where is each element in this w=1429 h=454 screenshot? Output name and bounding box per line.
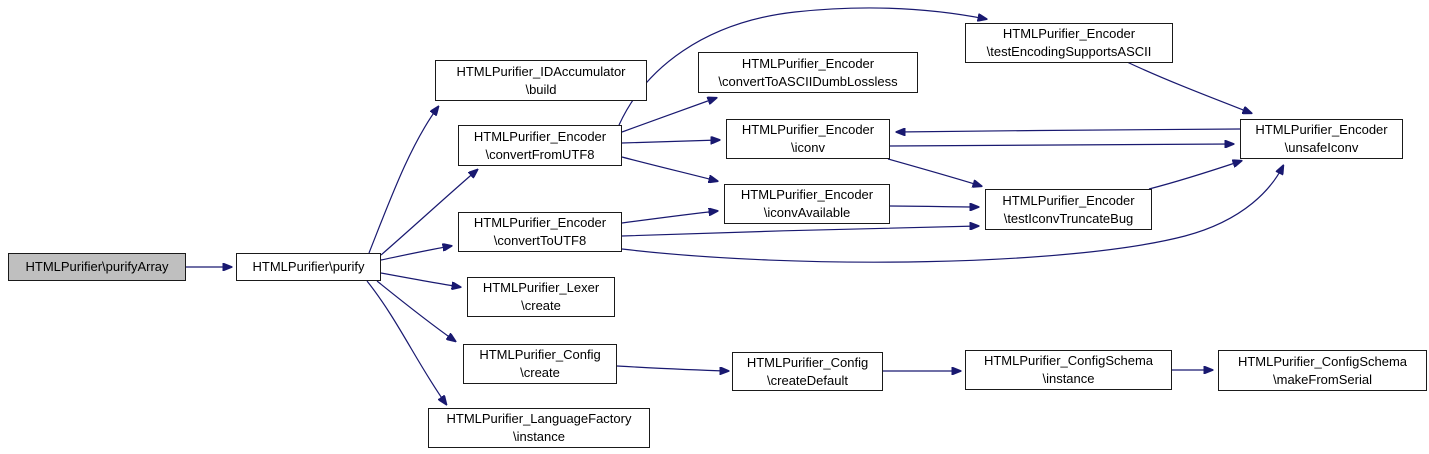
- node-label: HTMLPurifier_Encoder: [1002, 26, 1136, 41]
- node-encoder-testiconvtruncatebug[interactable]: HTMLPurifier_Encoder \testIconvTruncateB…: [985, 189, 1152, 230]
- node-languagefactory-instance[interactable]: HTMLPurifier_LanguageFactory \instance: [428, 408, 650, 448]
- edge-convertfromutf8-to-iconvavailable: [621, 156, 717, 181]
- node-label: HTMLPurifier_Config: [479, 347, 601, 362]
- node-label: HTMLPurifier_Encoder: [741, 122, 875, 137]
- node-label: \convertToASCIIDumbLossless: [718, 73, 898, 89]
- node-configschema-instance[interactable]: HTMLPurifier_ConfigSchema \instance: [965, 350, 1172, 390]
- node-encoder-converttoasciidumblossless[interactable]: HTMLPurifier_Encoder \convertToASCIIDumb…: [698, 52, 918, 93]
- edge-iconvavailable-to-testiconvtruncatebug: [889, 206, 978, 207]
- node-label: HTMLPurifier_Encoder: [741, 55, 875, 71]
- edge-configcreate-to-createdefault: [616, 365, 728, 371]
- node-label: \iconv: [791, 140, 825, 155]
- edge-purify-to-converttoutf8: [380, 246, 451, 261]
- node-label: \testEncodingSupportsASCII: [986, 44, 1152, 59]
- node-label: HTMLPurifier_Encoder: [1255, 122, 1388, 137]
- node-encoder-iconv[interactable]: HTMLPurifier_Encoder \iconv: [726, 119, 890, 159]
- edge-purify-to-configcreate: [376, 280, 455, 341]
- edge-converttoutf8-to-unsafeiconv: [621, 166, 1283, 263]
- edge-iconv-to-testiconvtruncatebug: [887, 158, 981, 186]
- node-configschema-makefromserial[interactable]: HTMLPurifier_ConfigSchema \makeFromSeria…: [1218, 350, 1427, 391]
- node-label: \testIconvTruncateBug: [1003, 210, 1134, 226]
- node-label: HTMLPurifier_Config: [746, 354, 869, 370]
- edge-converttoutf8-to-iconvavailable: [621, 211, 717, 224]
- edge-purify-to-build: [368, 107, 438, 254]
- node-idaccumulator-build[interactable]: HTMLPurifier_IDAccumulator \build: [435, 60, 647, 101]
- node-label: HTMLPurifier_Encoder: [473, 215, 607, 230]
- node-purify-array[interactable]: HTMLPurifier\purifyArray: [8, 253, 186, 281]
- node-label: \instance: [512, 429, 566, 444]
- node-label: HTMLPurifier_ConfigSchema: [1237, 353, 1408, 369]
- node-label: \convertFromUTF8: [485, 146, 595, 162]
- node-encoder-convertfromutf8[interactable]: HTMLPurifier_Encoder \convertFromUTF8: [458, 125, 622, 166]
- node-label: HTMLPurifier_Encoder: [740, 187, 874, 202]
- node-label: HTMLPurifier_Encoder: [473, 128, 607, 144]
- node-purify[interactable]: HTMLPurifier\purify: [236, 253, 381, 281]
- edge-convertfromutf8-to-iconv: [621, 140, 719, 143]
- edge-purify-to-convertfromutf8: [380, 170, 477, 256]
- node-label: \createDefault: [767, 372, 848, 388]
- node-label: \makeFromSerial: [1273, 371, 1372, 387]
- node-label: HTMLPurifier_Lexer: [482, 280, 600, 295]
- node-encoder-converttoutf8[interactable]: HTMLPurifier_Encoder \convertToUTF8: [458, 212, 622, 252]
- edge-purify-to-lexercreate: [380, 272, 460, 287]
- node-label: HTMLPurifier_LanguageFactory: [446, 411, 632, 426]
- node-label: HTMLPurifier\purifyArray: [25, 259, 169, 274]
- edge-testiconvtruncatebug-to-unsafeiconv: [1148, 161, 1241, 190]
- edge-convertfromutf8-to-testencodingsupportsascii: [618, 7, 986, 126]
- node-label: HTMLPurifier_IDAccumulator: [456, 63, 626, 79]
- node-label: HTMLPurifier\purify: [252, 259, 365, 274]
- node-lexer-create[interactable]: HTMLPurifier_Lexer \create: [467, 277, 615, 317]
- node-label: \build: [525, 81, 557, 97]
- edge-unsafeiconv-to-iconv: [897, 129, 1241, 132]
- node-config-createdefault[interactable]: HTMLPurifier_Config \createDefault: [732, 352, 883, 391]
- edge-iconv-to-unsafeiconv: [889, 144, 1233, 146]
- node-label: \convertToUTF8: [493, 233, 587, 248]
- node-label: HTMLPurifier_Encoder: [1002, 192, 1135, 208]
- node-encoder-unsafeiconv[interactable]: HTMLPurifier_Encoder \unsafeIconv: [1240, 119, 1403, 159]
- edge-purify-to-languagefactoryinstance: [366, 280, 446, 404]
- node-label: \unsafeIconv: [1284, 140, 1359, 155]
- node-encoder-iconvavailable[interactable]: HTMLPurifier_Encoder \iconvAvailable: [724, 184, 890, 224]
- edge-convertfromutf8-to-converttoascii: [621, 98, 716, 133]
- edge-testencodingsupportsascii-to-unsafeiconv: [1126, 61, 1251, 113]
- node-label: \create: [521, 298, 561, 313]
- node-label: \instance: [1042, 371, 1095, 386]
- node-label: \iconvAvailable: [763, 205, 851, 220]
- edge-converttoutf8-to-testiconvtruncatebug: [621, 226, 978, 237]
- node-label: HTMLPurifier_ConfigSchema: [983, 353, 1154, 368]
- node-config-create[interactable]: HTMLPurifier_Config \create: [463, 344, 617, 384]
- node-encoder-testencodingsupportsascii[interactable]: HTMLPurifier_Encoder \testEncodingSuppor…: [965, 23, 1173, 63]
- node-label: \create: [520, 365, 560, 380]
